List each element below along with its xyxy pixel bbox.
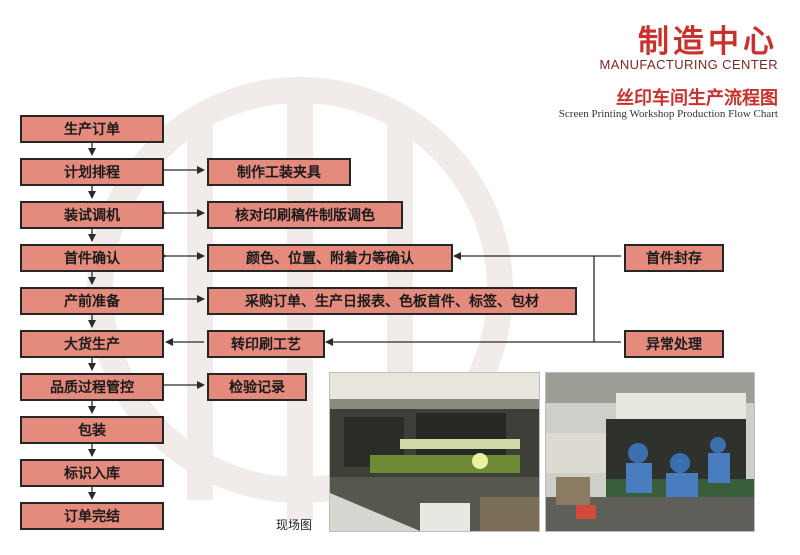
- workshop-photo-1: [329, 372, 540, 532]
- company-title: 制造中心: [638, 24, 778, 60]
- node-confirm-details: 颜色、位置、附着力等确认: [207, 244, 453, 272]
- node-quality-control: 品质过程管控: [20, 373, 164, 401]
- node-plan-schedule: 计划排程: [20, 158, 164, 186]
- chart-title-cn: 丝印车间生产流程图: [616, 88, 778, 109]
- node-setup-debug: 装试调机: [20, 201, 164, 229]
- node-label-storage: 标识入库: [20, 459, 164, 487]
- node-exception-handling: 异常处理: [624, 330, 724, 358]
- node-check-artwork: 核对印刷稿件制版调色: [207, 201, 403, 229]
- node-inspection-record: 检验记录: [207, 373, 307, 401]
- company-subtitle: MANUFACTURING CENTER: [599, 57, 778, 72]
- workshop-photo-2: [545, 372, 755, 532]
- node-make-fixtures: 制作工装夹具: [207, 158, 351, 186]
- node-first-piece-archive: 首件封存: [624, 244, 724, 272]
- photo-caption: 现场图: [276, 518, 313, 532]
- node-production-order: 生产订单: [20, 115, 164, 143]
- node-prep-items: 采购订单、生产日报表、色板首件、标签、包材: [207, 287, 577, 315]
- node-first-piece-confirm: 首件确认: [20, 244, 164, 272]
- node-pre-production: 产前准备: [20, 287, 164, 315]
- chart-title-en: Screen Printing Workshop Production Flow…: [558, 108, 778, 120]
- node-bulk-production: 大货生产: [20, 330, 164, 358]
- node-transfer-craft: 转印刷工艺: [207, 330, 325, 358]
- node-order-complete: 订单完结: [20, 502, 164, 530]
- node-packaging: 包装: [20, 416, 164, 444]
